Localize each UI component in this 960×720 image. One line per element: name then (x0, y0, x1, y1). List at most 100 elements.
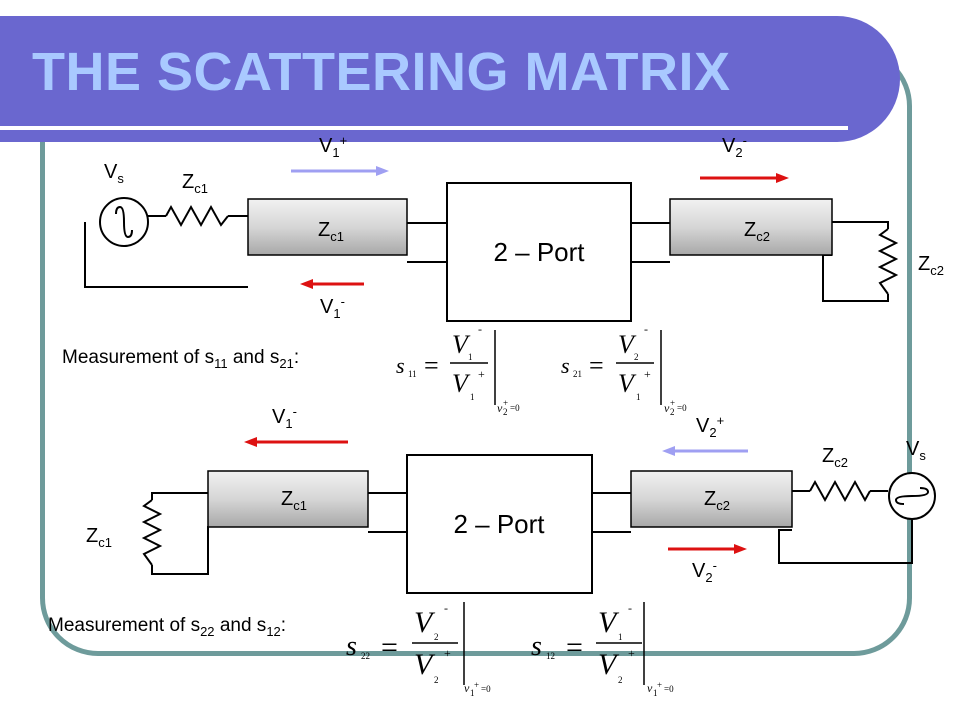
bottom-line2-label: Zc2 (704, 488, 730, 513)
svg-text:2: 2 (634, 352, 639, 362)
equation-s21: s 21 = V 2 - V 1 + v 2 + =0 (561, 322, 687, 417)
svg-text:V: V (414, 606, 436, 639)
svg-text:v: v (664, 401, 670, 415)
bottom-v1-reflected-label: V1- (272, 404, 297, 431)
top-v1-reflected-label: V1- (320, 294, 345, 321)
svg-text:V: V (452, 369, 471, 398)
top-load-resistor (877, 228, 899, 295)
svg-text:12: 12 (546, 651, 555, 661)
bottom-source-label: Vs (906, 438, 926, 463)
svg-text:V: V (598, 648, 620, 681)
svg-text:-: - (444, 601, 448, 615)
svg-text:-: - (644, 322, 648, 336)
top-v1-incident-arrow (291, 166, 389, 176)
svg-text:=: = (589, 351, 604, 380)
svg-text:2: 2 (670, 407, 675, 417)
top-line1-label: Zc1 (318, 219, 344, 244)
svg-text:+: + (444, 646, 451, 660)
svg-text:2: 2 (434, 632, 439, 642)
bottom-voltage-source (888, 472, 936, 520)
bottom-v2-reflected-label: V2- (692, 558, 717, 585)
top-v2-reflected-arrow (700, 173, 789, 183)
svg-text:1: 1 (618, 632, 623, 642)
svg-text:v: v (647, 681, 653, 695)
svg-text:=0: =0 (510, 403, 520, 413)
svg-text:s: s (531, 631, 542, 662)
sine-wave-icon (115, 205, 133, 239)
top-source-label: Vs (104, 161, 124, 186)
equation-s11: s 11 = V 1 - V 1 + v 2 + =0 (396, 322, 520, 417)
svg-text:+: + (628, 646, 635, 660)
svg-text:V: V (618, 330, 637, 359)
bottom-line1-label: Zc1 (281, 488, 307, 513)
bottom-transmission-line-1 (207, 470, 369, 528)
bottom-transmission-line-2 (630, 470, 793, 528)
top-series-resistor (165, 204, 229, 228)
svg-text:21: 21 (573, 369, 582, 379)
top-series-resistor-label: Zc1 (182, 171, 208, 196)
svg-text:=0: =0 (664, 684, 674, 694)
svg-text:+: + (657, 680, 662, 690)
bottom-wires (151, 490, 913, 575)
bottom-load-resistor (141, 499, 163, 566)
caption-s11-s21: Measurement of s11 and s21: (62, 347, 300, 371)
title-banner (0, 16, 900, 142)
equation-s22: s 22 = V 2 - V 2 + v 1 + =0 (346, 601, 491, 698)
svg-text:1: 1 (468, 352, 473, 362)
svg-text:22: 22 (361, 651, 370, 661)
svg-text:-: - (478, 322, 482, 336)
svg-text:+: + (644, 367, 651, 381)
svg-text:=: = (566, 631, 583, 664)
svg-text:+: + (478, 367, 485, 381)
svg-text:=0: =0 (481, 684, 491, 694)
bottom-v1-reflected-arrow (244, 437, 348, 447)
bottom-series-resistor-label: Zc2 (822, 445, 848, 470)
bottom-v2-incident-arrow (662, 446, 748, 456)
top-voltage-source (99, 197, 149, 247)
svg-text:1: 1 (636, 392, 641, 402)
svg-text:s: s (346, 631, 357, 662)
svg-text:s: s (561, 353, 570, 378)
svg-text:v: v (497, 401, 503, 415)
svg-text:=: = (381, 631, 398, 664)
bottom-v2-incident-label: V2+ (696, 413, 724, 440)
bottom-two-port-box (406, 454, 593, 594)
top-transmission-line-1 (247, 198, 408, 256)
svg-text:V: V (598, 606, 620, 639)
bottom-series-resistor (809, 479, 871, 503)
svg-text:2: 2 (434, 675, 439, 685)
top-two-port-label: 2 – Port (493, 237, 585, 267)
svg-text:2: 2 (618, 675, 623, 685)
svg-text:+: + (474, 680, 479, 690)
top-v1-reflected-arrow (300, 279, 364, 289)
top-line2-label: Zc2 (744, 219, 770, 244)
equation-s12: s 12 = V 1 - V 2 + v 1 + =0 (531, 601, 674, 698)
top-v2-reflected-label: V2- (722, 133, 747, 160)
slide-title: THE SCATTERING MATRIX (32, 42, 731, 102)
svg-text:V: V (618, 369, 637, 398)
top-two-port-box (446, 182, 632, 322)
svg-text:v: v (464, 681, 470, 695)
svg-text:V: V (414, 648, 436, 681)
svg-text:1: 1 (470, 392, 475, 402)
title-underline (0, 126, 848, 130)
svg-text:+: + (670, 398, 675, 408)
svg-text:s: s (396, 353, 405, 378)
svg-text:+: + (503, 398, 508, 408)
svg-text:=: = (424, 351, 439, 380)
svg-text:1: 1 (653, 688, 658, 698)
svg-text:1: 1 (470, 688, 475, 698)
svg-text:V: V (452, 330, 471, 359)
caption-s22-s12: Measurement of s22 and s12: (48, 615, 287, 639)
svg-text:2: 2 (503, 407, 508, 417)
svg-text:=0: =0 (677, 403, 687, 413)
bottom-load-label: Zc1 (86, 525, 112, 550)
bottom-v2-reflected-arrow (668, 544, 747, 554)
sine-wave-icon (894, 487, 930, 505)
top-transmission-line-2 (669, 198, 833, 256)
top-load-label: Zc2 (918, 253, 944, 278)
top-v1-incident-label: V1+ (319, 133, 347, 160)
bottom-two-port-label: 2 – Port (453, 509, 545, 539)
bottom-circuit: Zc1 Zc1 2 – Port Zc2 Zc2 Vs V1- V2+ (86, 404, 936, 594)
